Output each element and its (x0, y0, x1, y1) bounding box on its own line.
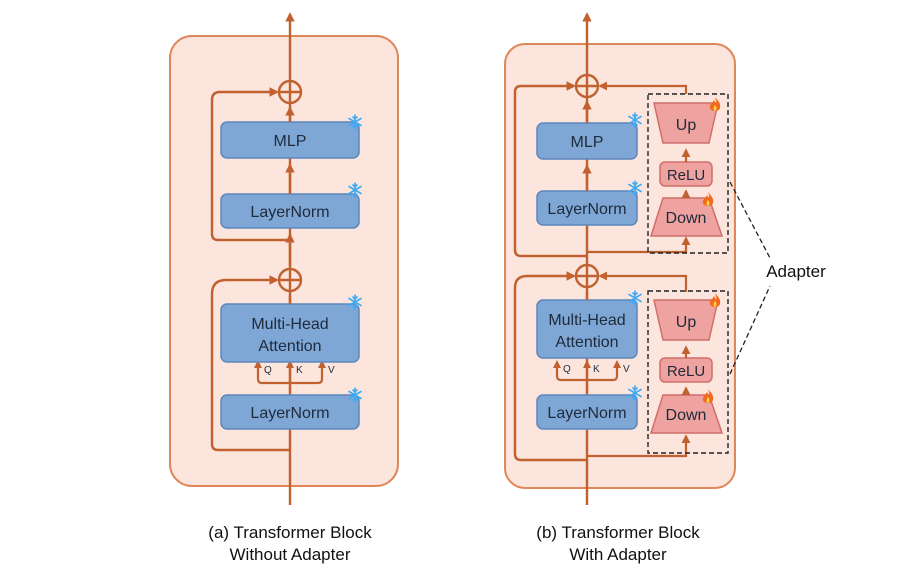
adapter-up-block: Up (653, 102, 719, 144)
svg-text:MLP: MLP (571, 134, 604, 151)
svg-text:Attention: Attention (555, 334, 618, 351)
skip-connection-bottom (210, 275, 290, 452)
multi-head-attention-block: Multi-Head Attention (220, 303, 360, 363)
mlp-block: MLP (536, 122, 638, 160)
svg-text:Up: Up (676, 117, 697, 134)
adapter-label: Adapter (766, 262, 826, 281)
svg-text:Attention: Attention (258, 338, 321, 355)
layernorm-top-block: LayerNorm (220, 193, 360, 229)
layernorm-bottom-block: LayerNorm (536, 394, 638, 430)
adapter-bottom: Up ReLU Down (647, 290, 729, 454)
adapter-bottom-input (587, 434, 691, 458)
svg-text:LayerNorm: LayerNorm (547, 405, 626, 422)
multi-head-attention-block: Multi-Head Attention (536, 299, 638, 359)
v-label: V (623, 364, 630, 375)
svg-text:Up: Up (676, 314, 697, 331)
adapter-relu-block: ReLU (659, 161, 713, 187)
caption-b-line1: (b) Transformer Block (536, 523, 700, 542)
adapter-top-input (587, 236, 691, 254)
panel-b: Q K V MLP LayerNorm Multi-Head Attention… (504, 12, 826, 564)
svg-text:Down: Down (666, 407, 707, 424)
caption-a-line2: Without Adapter (230, 545, 351, 564)
adapter-top-outline (647, 93, 729, 254)
q-label: Q (563, 364, 571, 375)
skip-connection-top (210, 87, 290, 242)
skip-connection-top (513, 81, 587, 258)
adapter-up-block: Up (653, 299, 719, 341)
adapter-bottom-output (598, 271, 688, 292)
skip-connection-bottom (513, 271, 587, 462)
caption-a-line1: (a) Transformer Block (208, 523, 372, 542)
add-node-top (277, 79, 303, 105)
qkv-split (555, 366, 619, 393)
caption-b-line2: With Adapter (569, 545, 667, 564)
q-label: Q (264, 365, 272, 376)
svg-text:LayerNorm: LayerNorm (547, 201, 626, 218)
adapter-top: Up ReLU Down (647, 93, 729, 254)
adapter-relu-block: ReLU (659, 357, 713, 383)
add-node-bottom (277, 267, 303, 293)
adapter-bottom-outline (647, 290, 729, 454)
svg-text:ReLU: ReLU (667, 363, 705, 380)
mlp-block: MLP (220, 121, 360, 159)
svg-text:LayerNorm: LayerNorm (250, 204, 329, 221)
adapter-down-block: Down (649, 394, 724, 434)
k-label: K (593, 364, 600, 375)
k-label: K (296, 365, 303, 376)
add-node-bottom (574, 263, 600, 289)
svg-text:MLP: MLP (274, 133, 307, 150)
svg-text:ReLU: ReLU (667, 167, 705, 184)
adapter-down-block: Down (649, 197, 724, 237)
qkv-split (256, 366, 324, 393)
svg-text:LayerNorm: LayerNorm (250, 405, 329, 422)
adapter-leader-lines (729, 181, 771, 375)
svg-text:Multi-Head: Multi-Head (548, 312, 625, 329)
svg-text:Multi-Head: Multi-Head (251, 316, 328, 333)
layernorm-top-block: LayerNorm (536, 190, 638, 226)
v-label: V (328, 365, 335, 376)
adapter-top-output (598, 81, 688, 94)
layernorm-bottom-block: LayerNorm (220, 394, 360, 430)
panel-a: Q K V MLP LayerNorm Multi-Head Attention… (169, 12, 399, 564)
add-node-top (574, 73, 600, 99)
svg-text:Down: Down (666, 210, 707, 227)
